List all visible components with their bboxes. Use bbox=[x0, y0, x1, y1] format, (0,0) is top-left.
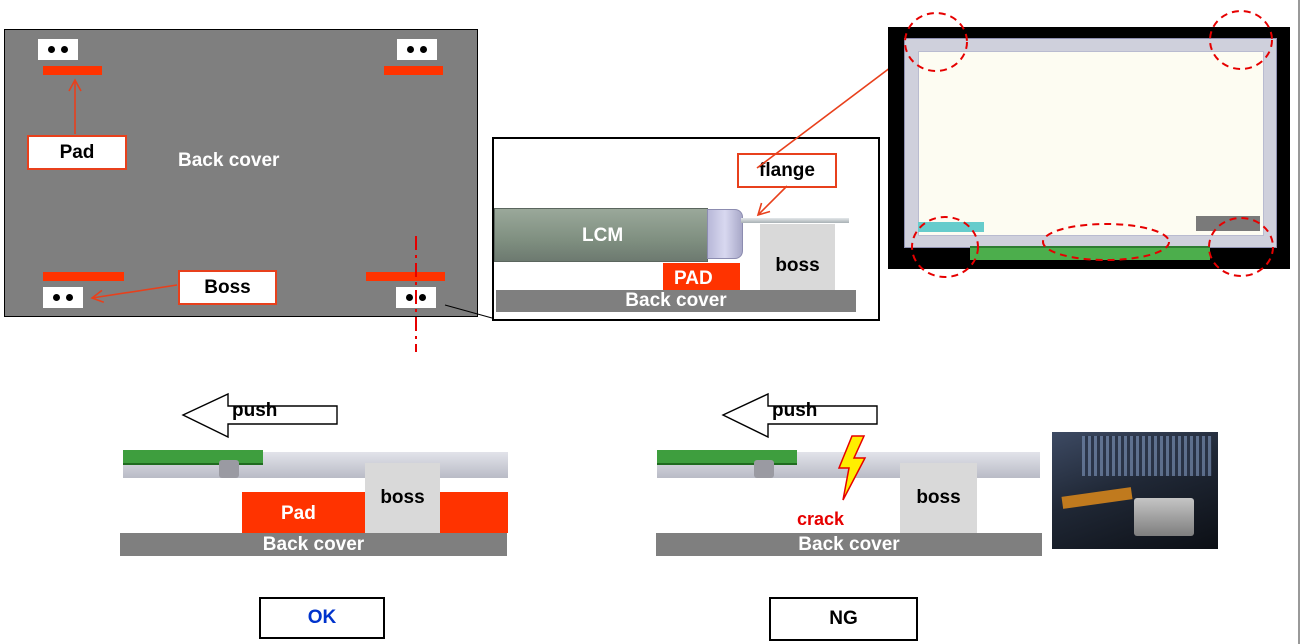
ok-lcm-screw bbox=[219, 460, 239, 478]
back-cover-panel bbox=[4, 29, 478, 317]
boss-callout-arrow bbox=[90, 284, 178, 304]
lcm-label: LCM bbox=[582, 225, 624, 246]
dashed-circle-bottom-right bbox=[1208, 217, 1274, 277]
ok-pad-label: Pad bbox=[281, 503, 316, 524]
ng-result-box: NG bbox=[769, 597, 918, 641]
flange-callout-arrow bbox=[756, 185, 788, 217]
ok-push-label: push bbox=[232, 400, 278, 421]
ok-pad-left bbox=[242, 492, 365, 533]
boss-holes-bottom-left bbox=[43, 287, 83, 308]
crack-photo-flex bbox=[1061, 487, 1133, 509]
pad-top-left bbox=[43, 66, 102, 75]
ok-push-arrow bbox=[181, 392, 338, 439]
section-boss: boss bbox=[760, 224, 835, 290]
page-border-line bbox=[1298, 0, 1300, 644]
boss-holes-top-right bbox=[397, 39, 437, 60]
dashed-circle-top-left bbox=[904, 12, 968, 72]
ng-boss: boss bbox=[900, 463, 977, 533]
ng-push-arrow bbox=[721, 392, 878, 439]
dashed-circle-top-right bbox=[1209, 10, 1273, 70]
lcm-active-area bbox=[918, 51, 1264, 236]
ok-result-box: OK bbox=[259, 597, 385, 639]
pad-callout: Pad bbox=[27, 135, 127, 170]
lcm-body bbox=[494, 208, 708, 262]
section-pad bbox=[663, 263, 740, 290]
boss-holes-top-left bbox=[38, 39, 78, 60]
zoom-leader-line bbox=[444, 304, 493, 319]
section-back-cover: Back cover bbox=[496, 290, 856, 312]
lcm-label-sticker-left bbox=[918, 222, 984, 232]
flange-plate bbox=[741, 218, 849, 223]
ng-lcm-pcb bbox=[657, 450, 797, 465]
pad-bottom-right bbox=[366, 272, 445, 281]
ng-lcm-screw bbox=[754, 460, 774, 478]
ok-boss: boss bbox=[365, 463, 440, 533]
ng-back-cover: Back cover bbox=[656, 533, 1042, 556]
lcm-flange-bend bbox=[707, 209, 743, 259]
crack-closeup-photo bbox=[1052, 432, 1218, 549]
crack-photo-bracket bbox=[1134, 498, 1194, 536]
crack-bolt-icon bbox=[837, 435, 867, 501]
dashed-circle-bottom-left bbox=[911, 216, 979, 278]
ok-pad-right bbox=[440, 492, 508, 533]
pad-bottom-left bbox=[43, 272, 124, 281]
back-cover-label: Back cover bbox=[178, 150, 280, 171]
pad-top-right bbox=[384, 66, 443, 75]
ok-lcm-pcb bbox=[123, 450, 263, 465]
lcm-label-sticker-right bbox=[1196, 216, 1260, 231]
dashed-circle-bottom-center bbox=[1042, 223, 1170, 261]
ng-crack-label: crack bbox=[797, 509, 845, 529]
ng-push-label: push bbox=[772, 400, 818, 421]
crack-photo-ribbon bbox=[1082, 436, 1212, 476]
boss-callout: Boss bbox=[178, 270, 277, 305]
section-pad-label: PAD bbox=[674, 268, 713, 289]
ok-back-cover: Back cover bbox=[120, 533, 507, 556]
lcm-driver-pcb bbox=[970, 246, 1210, 260]
